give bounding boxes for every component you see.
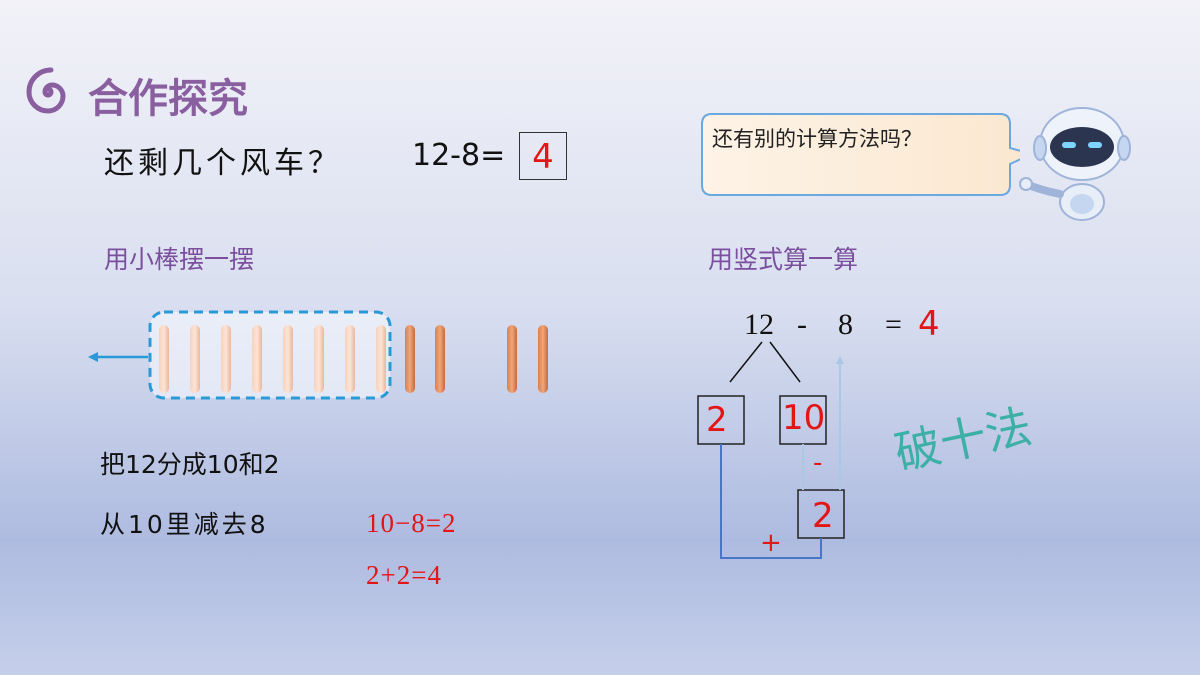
partial-difference: 2 [812,496,834,536]
equals-operator: = [885,308,902,341]
minus-sign-step: - [813,448,823,478]
subtrahend: 8 [838,308,853,341]
question-equation: 12-8= [412,138,506,173]
split-part-ones: 2 [706,400,728,440]
page-title: 合作探究 [88,76,248,122]
speech-bubble-text: 还有别的计算方法吗？ [712,127,922,151]
counting-sticks-illustration [88,310,548,400]
vertical-result: 4 [918,304,940,344]
minus-operator: - [797,308,807,341]
plus-sign-step: + [760,528,782,558]
split-explanation: 把12分成10和2 [100,450,280,479]
split-part-ten: 10 [782,398,826,438]
question-text: 还剩几个风车？ [104,146,342,181]
dashed-group-box [148,310,392,400]
break-ten-diagram [697,341,845,559]
light-sticks-group [159,325,386,393]
speech-bubble [701,113,1020,196]
answer-box [519,132,567,180]
answer-value: 4 [532,137,554,177]
sticks-section-label: 用小棒摆一摆 [104,245,255,274]
spiral-icon [26,67,66,114]
dark-sticks-group [405,325,548,393]
calculation-step-2: 2+2=4 [366,560,442,590]
robot-icon [1019,107,1131,221]
vertical-method-label: 用竖式算一算 [708,245,859,274]
minuend: 12 [744,308,774,341]
subtract-explanation: 从10里减去8 [100,510,269,539]
calculation-step-1: 10−8=2 [366,508,457,538]
